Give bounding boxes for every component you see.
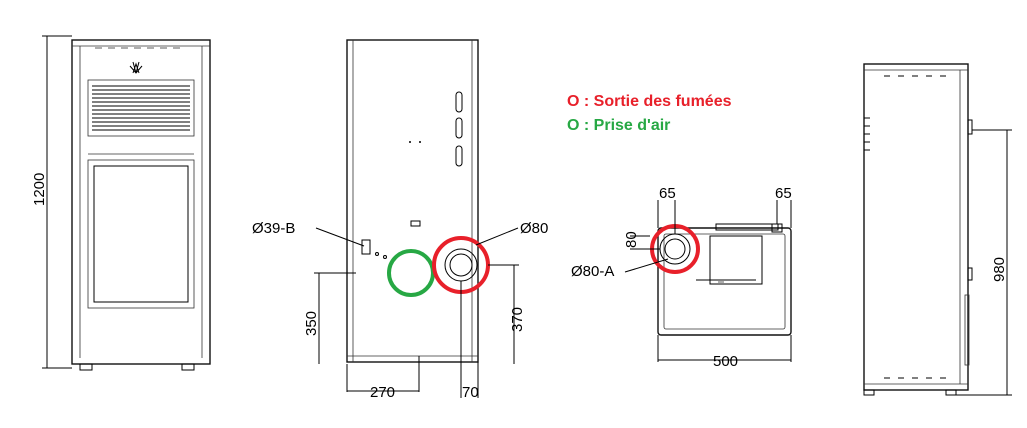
rear-view: Ø39-B Ø80 350 370 270 70 (252, 39, 548, 401)
top-flue-depth-label: 80 (623, 231, 640, 248)
front-grille-panel (87, 79, 195, 137)
flue-top-leader (624, 258, 669, 273)
legend-smoke-outlet: O : Sortie des fumées (567, 93, 732, 110)
rear-vent-slots (455, 91, 463, 167)
top-flue-pipe-inner (664, 238, 686, 260)
front-body-outline (71, 39, 211, 365)
flue-height-label: 350 (303, 311, 320, 336)
legend: O : Sortie des fumées O : Prise d'air (567, 93, 732, 134)
intake-height-label: 370 (509, 307, 526, 332)
top-body-outline (657, 227, 792, 336)
front-view: 1200 (31, 35, 211, 371)
pipe-b-leader (315, 227, 365, 247)
total-height-label: 1200 (31, 173, 48, 206)
side-vent-ticks (864, 117, 870, 151)
side-flue-stub (967, 119, 973, 135)
front-foot-right (181, 363, 195, 371)
top-inner-panel (709, 235, 763, 285)
flue-offset-label: 70 (462, 384, 479, 401)
side-height-label: 980 (991, 257, 1008, 282)
side-intake-stub (967, 267, 973, 281)
top-width-offset-label: 65 (775, 185, 792, 202)
rear-connector (361, 239, 371, 255)
front-door (87, 159, 195, 309)
top-depth-label: 65 (659, 185, 676, 202)
rear-flue-pipe-inner (449, 253, 473, 277)
flue-top-label: Ø80-A (571, 263, 614, 280)
side-foot-left (863, 389, 875, 396)
air-intake-marker (387, 249, 435, 297)
rear-body-outline (346, 39, 479, 363)
top-view: 65 65 80 Ø80-A 500 (571, 185, 792, 370)
legend-air-intake: O : Prise d'air (567, 117, 670, 134)
intake-offset-label: 270 (370, 384, 395, 401)
lotus-logo-icon (129, 61, 143, 74)
side-foot-right (945, 389, 957, 396)
side-body-outline (863, 63, 969, 391)
rear-bracket (410, 220, 421, 227)
front-door-glass (93, 165, 189, 303)
pipe-b-label: Ø39-B (252, 220, 295, 237)
side-rear-rail (964, 294, 970, 366)
front-foot-left (79, 363, 93, 371)
depth-label: 500 (713, 353, 738, 370)
top-rear-bar (715, 223, 779, 231)
flue-rear-label: Ø80 (520, 220, 548, 237)
side-view: 980 (863, 63, 1012, 396)
flue-rear-leader (475, 227, 519, 246)
front-grille-slats (92, 85, 190, 131)
